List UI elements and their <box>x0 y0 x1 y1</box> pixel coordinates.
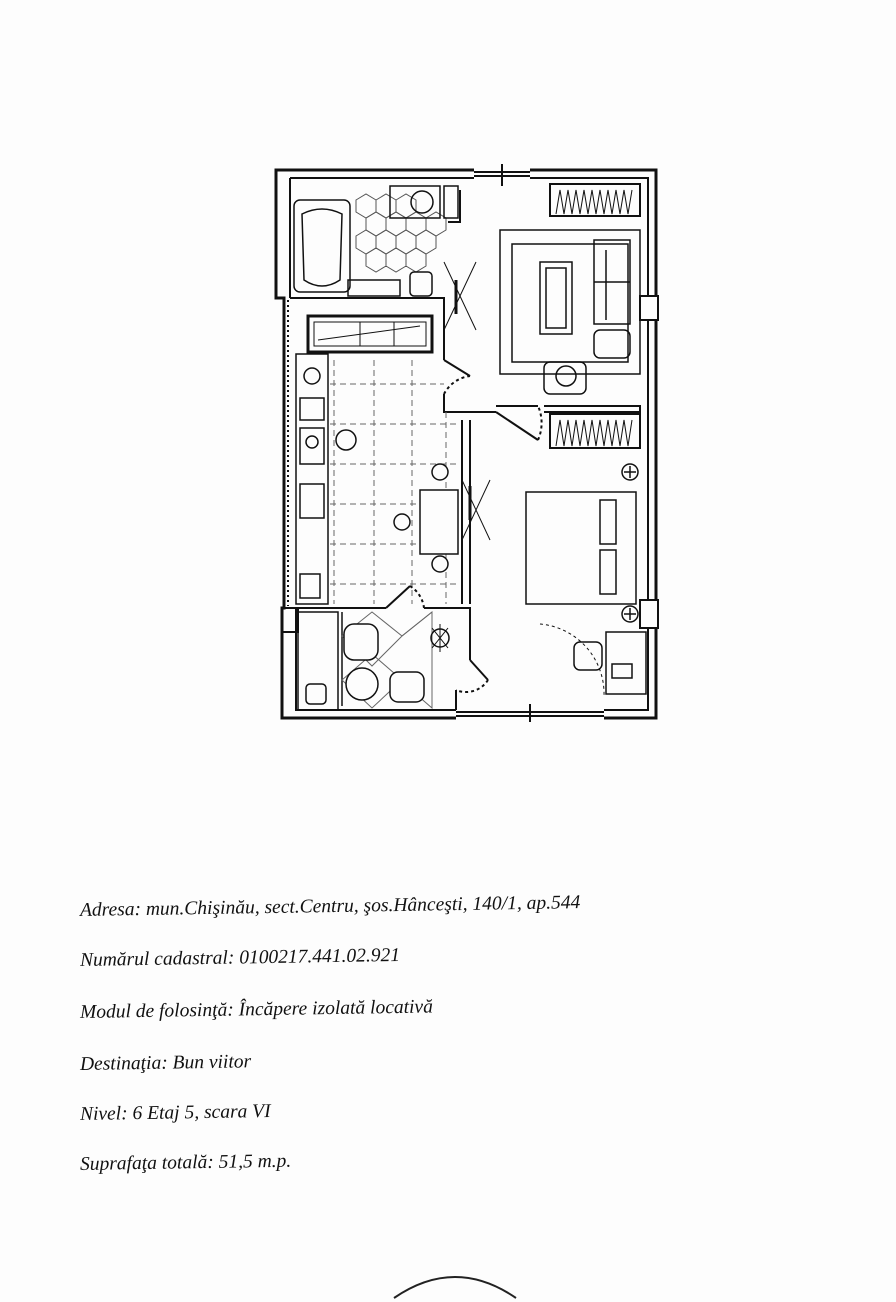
living-room <box>499 183 641 395</box>
bedroom <box>525 413 647 697</box>
apartment-floor-plan <box>274 164 659 722</box>
usage-mode-line: Modul de folosinţă: Încăpere izolată loc… <box>79 996 434 1023</box>
total-area-line: Suprafaţa totală: 51,5 m.p. <box>79 1150 292 1175</box>
stamp-edge <box>393 1276 517 1299</box>
kitchen <box>295 353 460 605</box>
doors <box>385 261 543 693</box>
destination-line: Destinaţia: Bun viitor <box>79 1051 252 1075</box>
address-line: Adresa: mun.Chişinău, sect.Centru, şos.H… <box>79 892 581 921</box>
outer-walls <box>274 164 659 722</box>
bathroom <box>293 185 459 297</box>
cadastral-number-line: Numărul cadastral: 0100217.441.02.921 <box>79 944 401 971</box>
interior-walls <box>290 190 641 710</box>
hallway-toilet <box>297 610 450 711</box>
built-in-wardrobe <box>306 314 434 354</box>
level-line: Nivel: 6 Etaj 5, scara VI <box>79 1101 271 1125</box>
